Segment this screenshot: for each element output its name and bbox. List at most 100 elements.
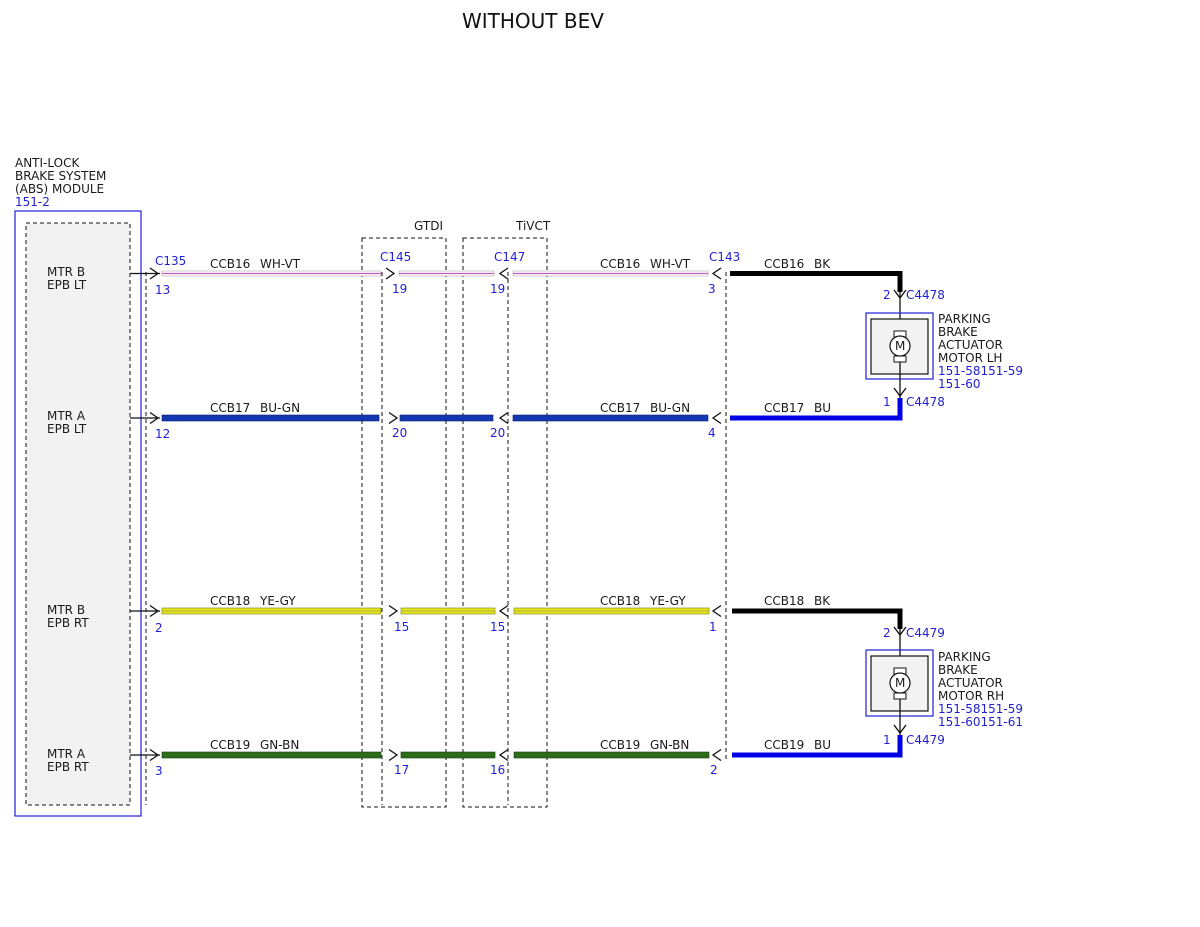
c143-marker-2 [711, 411, 722, 425]
circuit-ccb16-right-name: CCB16 [764, 257, 804, 271]
c135-marker-1 [130, 267, 160, 280]
circuit-ccb17-mid-color: BU-GN [650, 401, 690, 415]
motor-rh-connector-bottom: C4479 [906, 733, 945, 747]
abs-pin-label-2-line2: EPB LT [47, 422, 87, 436]
abs-pin-label-3-line1: MTR B [47, 603, 85, 617]
wire-row-ccb18: CCB18 YE-GY CCB18 YE-GY CCB18 BK 2 15 15… [155, 594, 903, 635]
c135-marker-2 [130, 411, 160, 425]
wire-row-ccb16: CCB16 WH-VT CCB16 WH-VT CCB16 BK 13 19 1… [155, 257, 903, 297]
c143-marker-3 [711, 604, 722, 618]
abs-pin-label-1-line1: MTR B [47, 265, 85, 279]
c145-marker-4 [388, 748, 399, 762]
diagram-title: WITHOUT BEV [462, 9, 604, 33]
motor-lh: 2 C4478 M 1 C4478 PARKING BRAKE ACTUATOR… [865, 288, 1023, 409]
c147-marker-4 [498, 748, 509, 762]
pin-c145-15: 15 [394, 620, 409, 634]
motor-lh-top-marker [893, 289, 907, 322]
motor-lh-symbol [889, 335, 911, 357]
abs-pin-label-4-line2: EPB RT [47, 760, 89, 774]
abs-pin-label-3-line2: EPB RT [47, 616, 89, 630]
motor-lh-pin-bottom: 1 [883, 395, 891, 409]
motor-lh-pin-top: 2 [883, 288, 891, 302]
circuit-ccb19-mid-color: GN-BN [650, 738, 689, 752]
wire-ccb16-bk [730, 271, 903, 292]
c135-marker-4 [130, 748, 160, 762]
motor-rh-pin-bottom: 1 [883, 733, 891, 747]
abs-module-name-line3: (ABS) MODULE [15, 182, 104, 196]
motor-lh-connector-bottom: C4478 [906, 395, 945, 409]
wire-row-ccb19: CCB19 GN-BN CCB19 GN-BN CCB19 BU 3 17 16… [155, 735, 903, 778]
gtdi-label: GTDI [414, 219, 443, 233]
circuit-ccb16-mid-name: CCB16 [600, 257, 640, 271]
wire-ccb17-bu [730, 398, 903, 421]
wire-row-ccb17: CCB17 BU-GN CCB17 BU-GN CCB17 BU 12 20 2… [155, 398, 903, 441]
circuit-ccb17-left-name: CCB17 [210, 401, 250, 415]
c145-marker-3 [388, 604, 399, 618]
circuit-ccb19-left-name: CCB19 [210, 738, 250, 752]
circuit-ccb19-right-name: CCB19 [764, 738, 804, 752]
pin-c143-3: 3 [708, 282, 716, 296]
wire-ccb18-ye-gy [161, 607, 710, 615]
pin-c135-3: 3 [155, 764, 163, 778]
wire-ccb18-bk [732, 608, 903, 629]
wire-ccb19-gn-bn [161, 751, 710, 759]
pin-c143-4: 4 [708, 426, 716, 440]
circuit-ccb18-mid-name: CCB18 [600, 594, 640, 608]
motor-rh-terminal-bottom [893, 692, 907, 700]
motor-rh-ref-line2: 151-60151-61 [938, 715, 1023, 729]
c145-marker-2 [388, 411, 399, 425]
circuit-ccb17-mid-name: CCB17 [600, 401, 640, 415]
motor-lh-bottom-marker [893, 362, 907, 398]
pin-c147-15: 15 [490, 620, 505, 634]
motor-lh-ref-line1: 151-58151-59 [938, 364, 1023, 378]
circuit-ccb19-mid-name: CCB19 [600, 738, 640, 752]
wire-ccb19-bu [732, 735, 903, 758]
circuit-ccb16-left-color: WH-VT [260, 257, 301, 271]
motor-rh: 2 C4479 M 1 C4479 PARKING BRAKE ACTUATOR… [865, 626, 1023, 747]
pin-c143-2: 2 [710, 763, 718, 777]
circuit-ccb18-right-color: BK [814, 594, 831, 608]
motor-lh-name-line1: PARKING [938, 312, 991, 326]
circuit-ccb18-left-color: YE-GY [259, 594, 296, 608]
circuit-ccb16-left-name: CCB16 [210, 257, 250, 271]
motor-rh-name-line2: BRAKE [938, 663, 978, 677]
motor-rh-bottom-marker [893, 699, 907, 735]
abs-module-name-line2: BRAKE SYSTEM [15, 169, 106, 183]
abs-module-label: ANTI-LOCK BRAKE SYSTEM (ABS) MODULE 151-… [15, 156, 106, 209]
motor-lh-name-line2: BRAKE [938, 325, 978, 339]
abs-pin-label-4-line1: MTR A [47, 747, 86, 761]
motor-rh-connector-top: C4479 [906, 626, 945, 640]
motor-lh-symbol-letter: M [895, 339, 905, 353]
circuit-ccb16-mid-color: WH-VT [650, 257, 691, 271]
abs-module-body [25, 222, 131, 806]
motor-rh-top-marker [893, 626, 907, 659]
pin-c135-2: 2 [155, 621, 163, 635]
abs-module-name-line1: ANTI-LOCK [15, 156, 80, 170]
connector-c145-label: C145 [380, 250, 411, 264]
motor-rh-name-line4: MOTOR RH [938, 689, 1004, 703]
circuit-ccb18-mid-color: YE-GY [649, 594, 686, 608]
pin-c135-13: 13 [155, 283, 170, 297]
gtdi-inline-box [361, 237, 447, 808]
c143-marker-1 [711, 267, 722, 280]
motor-rh-symbol-letter: M [895, 676, 905, 690]
motor-rh-pin-top: 2 [883, 626, 891, 640]
circuit-ccb16-right-color: BK [814, 257, 831, 271]
circuit-ccb19-left-color: GN-BN [260, 738, 299, 752]
wire-ccb16-wh-vt [161, 270, 709, 277]
tivct-inline-box [462, 237, 548, 808]
connector-c135-label: C135 [155, 254, 186, 268]
connector-c147-label: C147 [494, 250, 525, 264]
c147-marker-1 [498, 267, 509, 280]
motor-rh-ref-line1: 151-58151-59 [938, 702, 1023, 716]
pin-c145-17: 17 [394, 763, 409, 777]
motor-lh-name-line3: ACTUATOR [938, 338, 1003, 352]
pin-c145-19: 19 [392, 282, 407, 296]
motor-lh-terminal-bottom [893, 355, 907, 363]
circuit-ccb17-left-color: BU-GN [260, 401, 300, 415]
pin-c143-1: 1 [709, 620, 717, 634]
pin-c147-19: 19 [490, 282, 505, 296]
motor-lh-ref-line2: 151-60 [938, 377, 981, 391]
circuit-ccb17-right-name: CCB17 [764, 401, 804, 415]
